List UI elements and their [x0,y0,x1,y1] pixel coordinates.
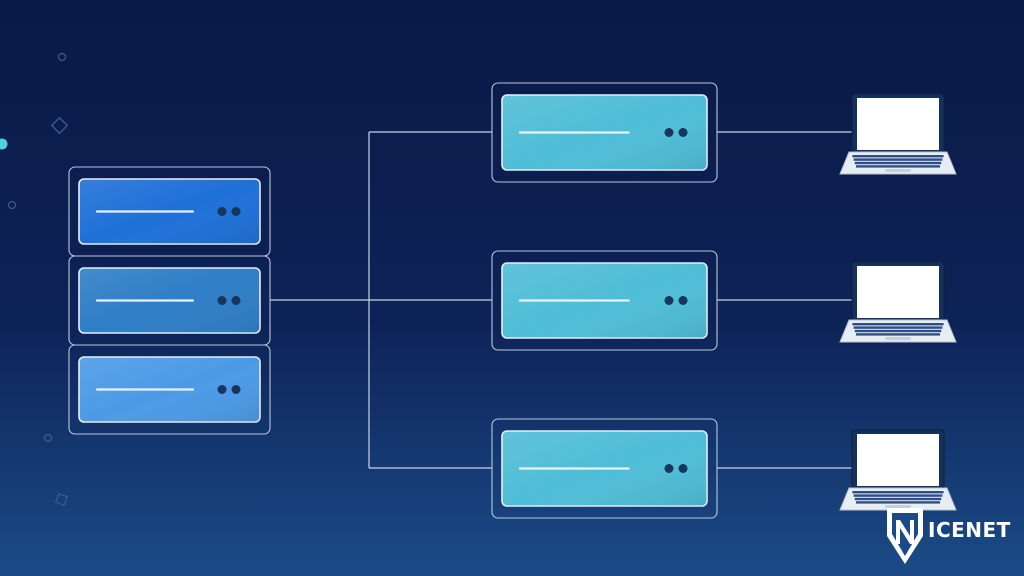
server-led [231,207,241,216]
brand-name: ICENET [928,518,1011,542]
keyboard-row [852,491,944,494]
icenet-shield-logo [887,508,923,564]
brand-logo: ICENET [884,506,1020,568]
laptop-trackpad [885,505,911,508]
source-server-3 [68,344,271,435]
laptop-screen [857,266,939,318]
laptop-icon [839,261,957,343]
laptop-trackpad [885,169,911,172]
laptop-keyboard [852,323,944,336]
keyboard-row [852,323,944,326]
keyboard-row [853,158,943,161]
connector-lines [270,131,852,469]
particle-diamond [54,492,69,507]
keyboard-row [853,326,943,329]
keyboard-row [853,494,943,497]
laptop-icon [839,93,957,175]
relay-server-3 [491,418,718,519]
keyboard-row [856,501,940,504]
server-led [678,296,688,305]
server-led [678,464,688,473]
client-laptops [839,93,957,511]
particle-dot [7,200,17,210]
server-led [231,296,241,305]
server-frame [491,418,718,519]
server-led [664,464,674,473]
particle-diamond [50,116,69,135]
keyboard-row [856,165,940,168]
relay-server-1 [491,82,718,183]
server-frame [68,344,271,435]
keyboard-row [854,329,942,333]
laptop-screen [857,98,939,150]
server-frame [491,82,718,183]
server-led [664,128,674,137]
particle-dot [43,433,53,443]
keyboard-row [854,497,942,501]
source-server-1 [68,166,271,257]
server-led [678,128,688,137]
keyboard-row [854,161,942,165]
relay-servers [491,82,718,519]
decorative-particles [0,52,69,507]
server-frame [491,250,718,351]
particle-accent-dot [0,138,8,150]
keyboard-row [852,155,944,158]
laptop-screen [857,434,939,486]
server-led [217,207,227,216]
source-server-2 [68,255,271,346]
laptop-keyboard [852,491,944,504]
server-led [664,296,674,305]
particle-dot [57,52,67,62]
laptop-trackpad [885,337,911,340]
laptop-icon [839,429,957,511]
server-led [217,385,227,394]
server-led [217,296,227,305]
source-server-stack [68,166,271,435]
laptop-keyboard [852,155,944,168]
relay-server-2 [491,250,718,351]
server-led [231,385,241,394]
keyboard-row [856,333,940,336]
